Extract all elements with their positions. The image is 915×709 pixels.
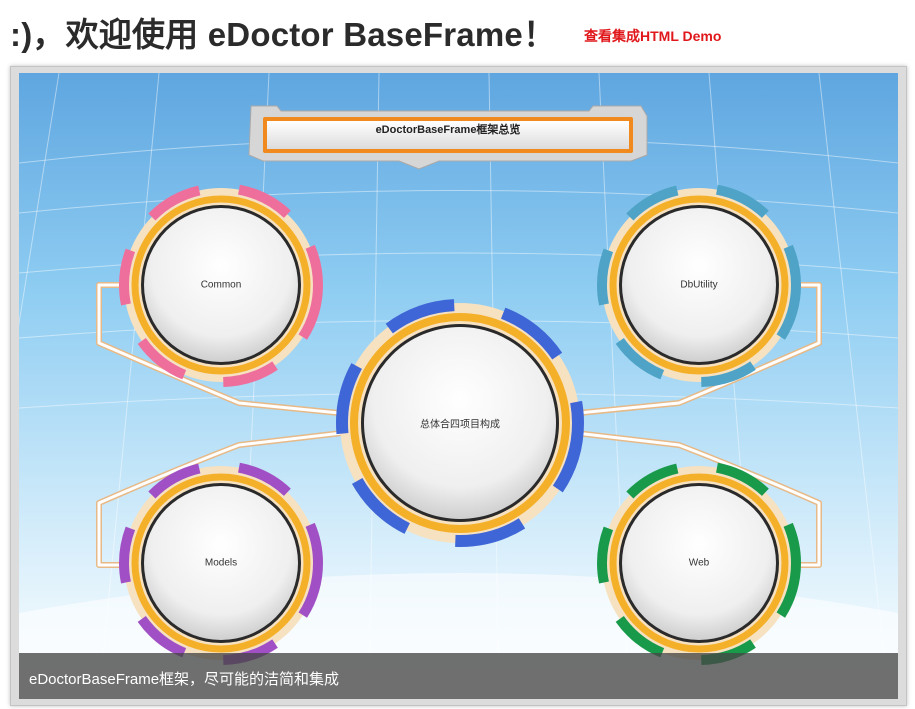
framework-diagram xyxy=(19,73,898,699)
framework-overview-slide[interactable]: eDoctorBaseFrame框架总览 Common DbUtility 总体… xyxy=(19,73,898,699)
slide-caption-bar: eDoctorBaseFrame框架，尽可能的洁简和集成 xyxy=(19,653,898,699)
slide-caption: eDoctorBaseFrame框架，尽可能的洁简和集成 xyxy=(29,671,340,688)
node-label-common: Common xyxy=(200,279,242,291)
node-label-web: Web xyxy=(688,557,710,569)
node-label-center: 总体合四项目构成 xyxy=(420,419,500,431)
node-label-models: Models xyxy=(204,557,238,569)
node-label-dbutility: DbUtility xyxy=(680,279,718,291)
slideshow-frame: eDoctorBaseFrame框架总览 Common DbUtility 总体… xyxy=(10,66,907,706)
page-header: :)，欢迎使用 eDoctor BaseFrame！ 查看集成HTML Demo xyxy=(0,0,915,62)
page-title: :)，欢迎使用 eDoctor BaseFrame！ xyxy=(10,16,557,53)
banner-title: eDoctorBaseFrame框架总览 xyxy=(375,124,521,136)
demo-link[interactable]: 查看集成HTML Demo xyxy=(584,28,722,44)
